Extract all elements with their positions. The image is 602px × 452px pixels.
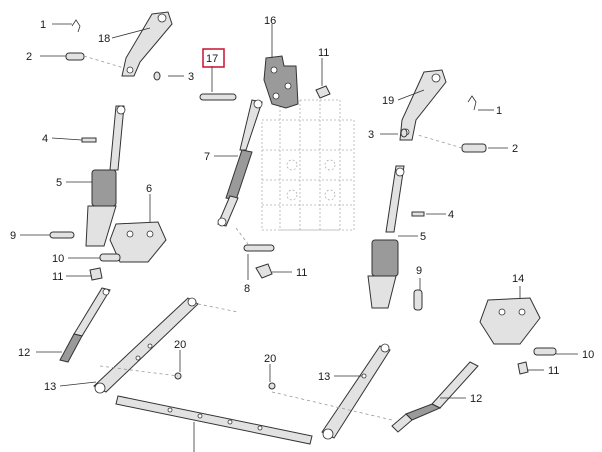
assembly-line-1 (99, 365, 179, 377)
pin-left (65, 52, 125, 69)
pin-10a (99, 253, 121, 262)
callout-20a: 20 (174, 339, 186, 351)
callout-18: 18 (98, 33, 110, 45)
nut-20b (268, 382, 276, 390)
center-frame (261, 99, 355, 231)
callout-5a: 5 (56, 177, 62, 189)
callout-12a: 12 (18, 347, 30, 359)
callout-1b: 1 (496, 105, 502, 117)
callout-10a: 10 (52, 253, 64, 265)
bracket-plate-left (109, 221, 167, 263)
callout-labels: 1 2 18 3 17 16 11 19 1 3 2 4 7 5 6 4 9 1… (10, 15, 594, 405)
nut-top (315, 85, 331, 99)
pin-17 (199, 93, 237, 101)
leader-lines (20, 23, 578, 452)
lift-rod-left (85, 105, 126, 247)
bracket-16 (263, 55, 299, 109)
callout-11a: 11 (318, 47, 329, 59)
callout-2a: 2 (26, 51, 32, 63)
callout-12b: 12 (470, 393, 482, 405)
lift-arm-left (121, 11, 173, 77)
callout-4b: 4 (448, 209, 454, 221)
callout-9a: 9 (10, 230, 16, 242)
nut-11b (89, 267, 103, 281)
nut-11c (255, 263, 273, 279)
pin-9b (413, 289, 423, 311)
callout-19: 19 (382, 95, 394, 107)
lift-arm-right (399, 69, 447, 141)
stabilizer-right (391, 361, 479, 433)
stabilizer-left (59, 287, 111, 363)
callout-17: 17 (206, 53, 218, 65)
top-link (217, 99, 263, 227)
callout-11d: 11 (548, 365, 559, 377)
callout-6: 6 (146, 183, 152, 195)
clip-right (467, 95, 477, 111)
pin-9a (49, 231, 75, 239)
pin-right (417, 134, 487, 153)
callout-1a: 1 (40, 19, 46, 31)
highlight-box-17 (202, 48, 225, 68)
washer-right (400, 128, 408, 138)
callout-13a: 13 (44, 381, 56, 393)
pin-8 (235, 227, 275, 252)
clip-left (71, 19, 81, 33)
callout-8: 8 (244, 283, 250, 295)
callout-11b: 11 (52, 271, 63, 283)
callout-2b: 2 (512, 143, 518, 155)
pin-10b (533, 347, 557, 356)
assembly-line-2 (271, 391, 393, 421)
washer-left (153, 71, 161, 81)
callout-9b: 9 (416, 265, 422, 277)
lower-link-right (321, 343, 391, 440)
callout-7: 7 (204, 151, 210, 163)
assembly-line-3 (197, 303, 239, 313)
callout-3b: 3 (368, 129, 374, 141)
callout-14: 14 (512, 273, 524, 285)
bolt-4b (411, 211, 425, 217)
callout-10b: 10 (582, 349, 594, 361)
callout-20b: 20 (264, 353, 276, 365)
callout-3a: 3 (188, 71, 194, 83)
bracket-plate-right (479, 297, 541, 345)
lift-rod-right (367, 165, 405, 309)
drawbar (115, 395, 313, 445)
bolt-4a (81, 137, 97, 143)
nut-11d (517, 361, 529, 375)
callout-16: 16 (264, 15, 276, 27)
callout-4a: 4 (42, 133, 48, 145)
callout-13b: 13 (318, 371, 330, 383)
callout-11c: 11 (296, 267, 307, 279)
callout-5b: 5 (420, 231, 426, 243)
